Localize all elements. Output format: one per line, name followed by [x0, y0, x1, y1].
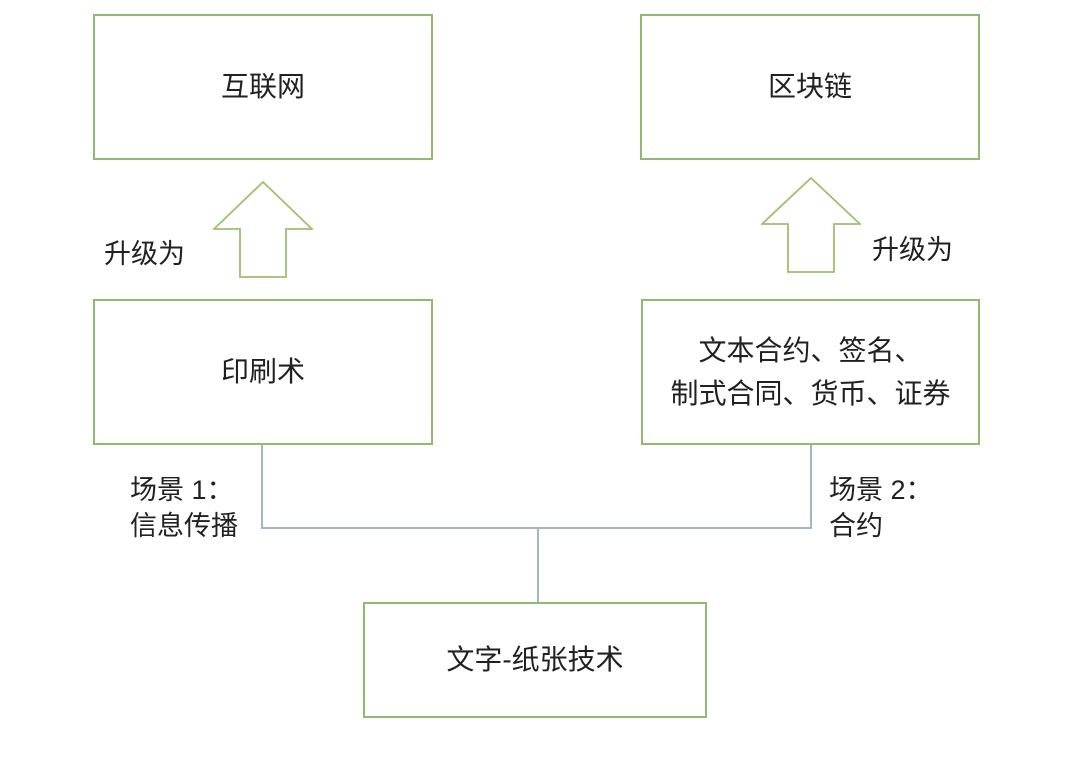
- connector-line-right-vertical: [810, 445, 812, 529]
- scene-2-label-line1: 场景 2：: [829, 475, 933, 505]
- blockchain-box-label: 区块链: [767, 71, 852, 103]
- printing-box: 印刷术: [93, 299, 433, 445]
- connector-line-left-vertical: [261, 445, 263, 529]
- up-block-arrow-icon: [213, 181, 313, 278]
- internet-box: 互联网: [93, 14, 433, 160]
- scene-1-label-line1: 场景 1：: [130, 475, 234, 505]
- upgrade-label-right: 升级为: [872, 235, 953, 265]
- printing-box-label: 印刷术: [220, 356, 305, 388]
- internet-box-label: 互联网: [220, 71, 305, 103]
- blockchain-box: 区块链: [640, 14, 980, 160]
- contracts-box: 文本合约、签名、 制式合同、货币、证券: [641, 299, 980, 445]
- paper-tech-box-label: 文字-纸张技术: [446, 644, 624, 676]
- contracts-box-label-line1: 文本合约、签名、: [698, 334, 923, 366]
- contracts-box-label-line2: 制式合同、货币、证券: [670, 378, 951, 409]
- upgrade-label-left: 升级为: [104, 239, 185, 269]
- connector-line-middle-vertical: [537, 529, 539, 602]
- scene-2-label: 场景 2： 合约: [829, 472, 933, 544]
- connector-line-horizontal: [261, 527, 812, 529]
- scene-2-label-line2: 合约: [829, 511, 883, 541]
- scene-1-label: 场景 1： 信息传播: [130, 472, 238, 544]
- scene-1-label-line2: 信息传播: [130, 511, 238, 541]
- paper-tech-box: 文字-纸张技术: [363, 602, 707, 718]
- up-block-arrow-icon: [761, 177, 861, 273]
